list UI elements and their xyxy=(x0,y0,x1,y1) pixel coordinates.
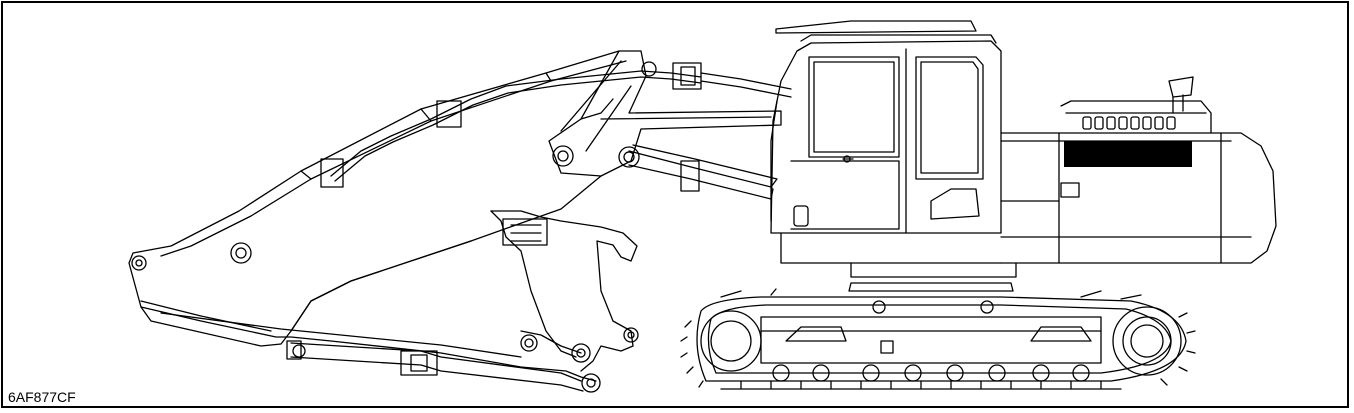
boom-cylinder xyxy=(628,144,778,200)
boom-hydraulic-lines xyxy=(320,62,792,188)
bucket xyxy=(490,210,639,393)
cab xyxy=(770,20,1002,234)
arm xyxy=(140,240,597,382)
counterweight-grille xyxy=(1064,141,1192,167)
upper-structure xyxy=(780,76,1277,278)
figure-label: 6AF877CF xyxy=(8,389,76,405)
excavator-side-view xyxy=(128,20,1277,393)
undercarriage xyxy=(680,282,1196,390)
boom xyxy=(128,50,782,347)
arm-cylinder xyxy=(286,340,584,392)
